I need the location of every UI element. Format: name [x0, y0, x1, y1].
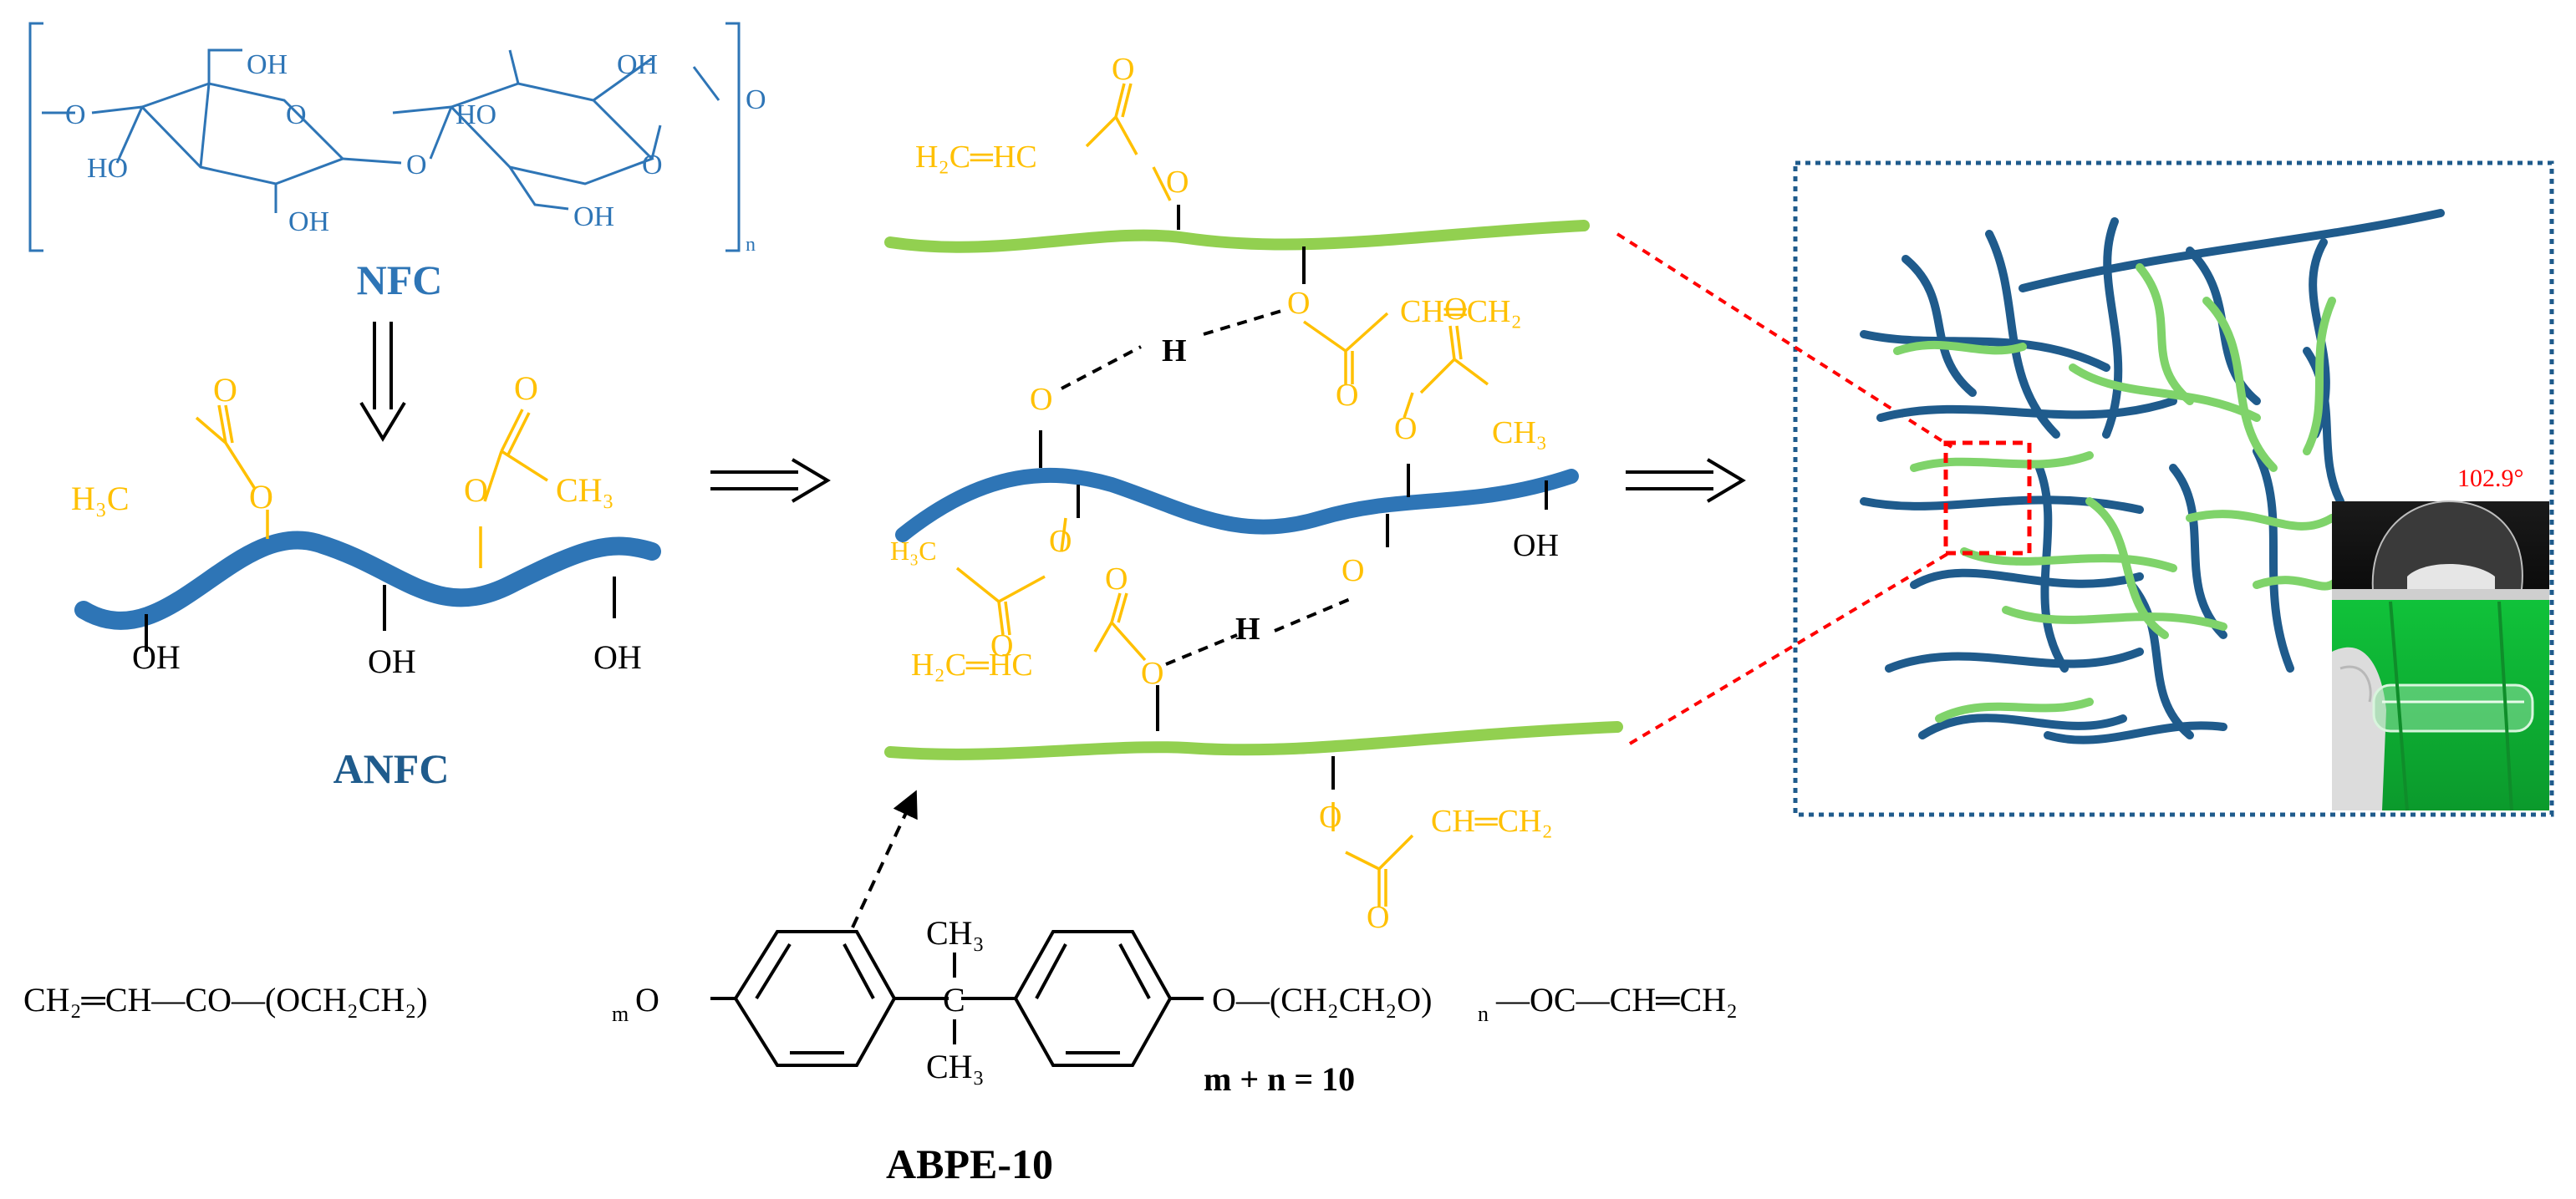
zoom-highlight-box	[1943, 440, 2032, 556]
contact-angle-photo	[2332, 500, 2549, 601]
nfc-link-o: O	[406, 150, 427, 180]
anfc-oh-2: OH	[368, 643, 416, 680]
film-photo	[2332, 600, 2549, 811]
nfc-o-left: O	[65, 99, 86, 130]
abpe-labels: CH₂═CH—CO—(OCH₂CH₂) m O C CH₃ CH₃ O—(CH₂…	[23, 914, 1738, 1098]
nfc-bracket-right	[725, 22, 741, 252]
anfc-labels: O O H₃C O O CH₃ OH OH OH	[71, 369, 642, 680]
center-oh: OH	[1513, 528, 1559, 563]
acr-top: H₂C═HC	[915, 140, 1037, 175]
nfc-ring-left	[140, 82, 345, 185]
nfc-n: n	[746, 234, 756, 256]
acr-mid-o2: O	[1336, 378, 1358, 413]
blue-o-2: O	[1341, 553, 1364, 588]
acr-bot-o1: O	[1319, 800, 1341, 835]
anfc-label: ANFC	[333, 745, 450, 792]
anfc-o-2: O	[249, 478, 273, 516]
nfc-o-right: O	[746, 84, 766, 115]
ac2-o-2: O	[990, 628, 1013, 663]
acr-mid-o1: O	[1287, 286, 1310, 321]
blue-fiber-middle	[895, 467, 1579, 542]
nfc-structure	[28, 22, 741, 252]
acr-low: H₂C═HC	[911, 648, 1033, 683]
abpe-structure	[710, 930, 1204, 1067]
acr-low-o1: O	[1105, 561, 1128, 597]
network-inset: 102.9°	[1616, 160, 2554, 817]
nfc-oh-1: OH	[247, 49, 288, 80]
center-scheme	[851, 83, 1623, 928]
nfc-bracket-left	[28, 22, 43, 252]
abpe-relation: m + n = 10	[1204, 1060, 1355, 1098]
nfc-ring-o-2: O	[642, 150, 663, 180]
acr-bot-o2: O	[1367, 900, 1389, 935]
ac-o-2: O	[1394, 411, 1417, 446]
blue-o-1: O	[1030, 382, 1052, 417]
right-arrow-hollow-2	[1626, 458, 1746, 503]
navy-fibers	[1860, 209, 2445, 744]
green-fiber-bottom	[884, 721, 1623, 760]
nfc-oh-3: OH	[617, 49, 658, 80]
nfc-labels: OH O HO OH O OH HO O OH O O n	[65, 49, 766, 256]
nfc-oh-4: OH	[573, 201, 614, 232]
anfc-o-3: O	[514, 369, 538, 407]
anfc-ch3: CH₃	[556, 471, 614, 509]
nfc-oh-2: OH	[288, 206, 329, 237]
abpe-c: C	[943, 981, 965, 1019]
anfc-chain	[74, 531, 661, 630]
green-fiber-top	[884, 220, 1590, 253]
hbond-h-2: H	[1235, 612, 1260, 647]
inset-frame	[1793, 160, 2554, 817]
ac-ch3: CH₃	[1492, 415, 1547, 450]
contact-angle-label: 102.9°	[2457, 465, 2524, 492]
ac-o-1: O	[1444, 292, 1467, 327]
abpe-right-chain: O—(CH₂CH₂O)	[1212, 981, 1432, 1019]
abpe-o-left: O	[635, 981, 659, 1019]
abpe-label: ABPE-10	[886, 1141, 1053, 1187]
acr-bot: CH═CH₂	[1431, 804, 1553, 839]
anfc-h3c: H₃C	[71, 480, 130, 517]
down-arrow-hollow	[359, 322, 406, 442]
acr-mid: CH═CH₂	[1400, 294, 1522, 329]
anfc-o-1: O	[213, 371, 237, 409]
nfc-label: NFC	[357, 257, 443, 303]
abpe-benzene-right	[1013, 930, 1173, 1067]
anfc-oh-1: OH	[132, 638, 181, 676]
dashed-arrow-abpe	[851, 790, 918, 928]
acr-low-o2: O	[1141, 656, 1163, 691]
abpe-benzene-left	[733, 930, 897, 1067]
anfc-structure	[74, 404, 661, 652]
abpe-left-chain: CH₂═CH—CO—(OCH₂CH₂)	[23, 981, 428, 1019]
center-labels: H₂C═HC O O O CH═CH₂ O H O O O CH₃ H₃C O …	[890, 52, 1559, 935]
abpe-ch3-bot: CH₃	[926, 1048, 985, 1085]
hbond-h-1: H	[1162, 333, 1187, 368]
abpe-m: m	[612, 1002, 629, 1026]
nfc-ho-2: HO	[456, 99, 496, 130]
acr-top-o1: O	[1112, 52, 1134, 87]
nfc-ring-right	[449, 82, 654, 185]
nfc-ho-1: HO	[87, 153, 128, 184]
abpe-ch3-top: CH₃	[926, 914, 985, 952]
abpe-right-tail: —OC—CH═CH₂	[1495, 981, 1738, 1019]
green-fibers	[1893, 263, 2344, 723]
acr-top-o2: O	[1166, 165, 1189, 200]
anfc-o-4: O	[464, 471, 488, 509]
right-arrow-hollow-1	[710, 458, 831, 503]
ac2-o-1: O	[1049, 524, 1072, 559]
ac2-h3c: H₃C	[890, 536, 937, 566]
anfc-oh-3: OH	[593, 638, 642, 676]
abpe-n: n	[1478, 1002, 1489, 1026]
nfc-ring-o-1: O	[286, 99, 307, 130]
